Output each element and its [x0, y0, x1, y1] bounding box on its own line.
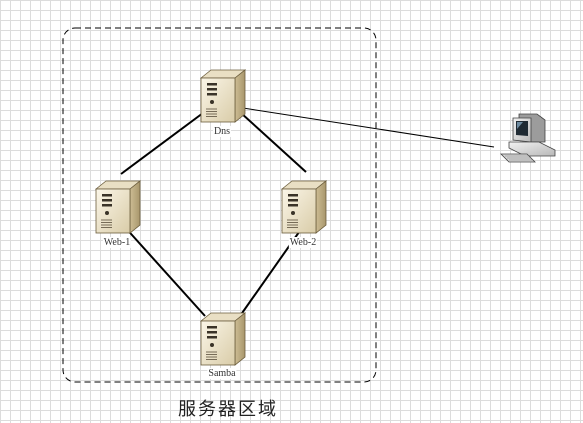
server-web1: [94, 180, 142, 234]
client-computer: [500, 113, 556, 163]
edge-dns-client: [242, 107, 495, 148]
edge-web1-samba: [122, 224, 206, 317]
edge-dns-web1: [120, 112, 204, 175]
node-label-samba: Samba: [207, 368, 237, 379]
edge-dns-web2: [240, 112, 307, 173]
server-icon: [94, 180, 142, 234]
server-icon: [199, 69, 247, 123]
server-samba: [199, 312, 247, 366]
server-icon: [199, 312, 247, 366]
server-dns: [199, 69, 247, 123]
desktop-computer-icon: [500, 113, 556, 163]
node-label-dns: Dns: [212, 126, 232, 137]
server-zone-label: 服务器区域: [178, 399, 278, 420]
node-label-web2: Web-2: [288, 237, 318, 248]
server-zone-boundary: [62, 27, 377, 383]
node-label-web1: Web-1: [102, 237, 132, 248]
server-web2: [280, 180, 328, 234]
server-icon: [280, 180, 328, 234]
